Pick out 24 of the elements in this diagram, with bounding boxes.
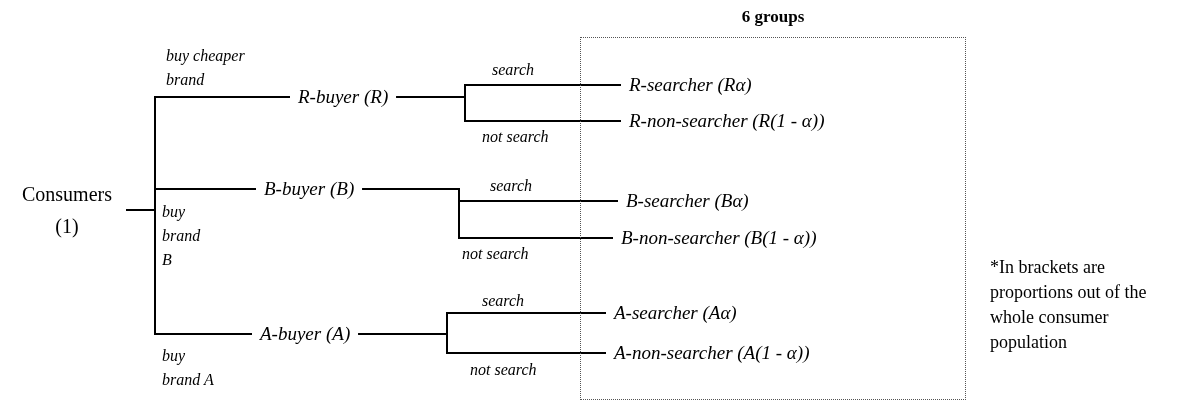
edge-label: buy cheaper brand <box>166 46 246 90</box>
group-node-label: B-non-searcher (B(1 - α)) <box>613 225 825 251</box>
group-heading: 6 groups <box>740 6 806 28</box>
edge-label: search <box>492 60 535 80</box>
group-node-label: A-searcher (Aα) <box>606 300 745 326</box>
edge-label: buy brand A <box>162 346 215 390</box>
group-node-label: R-searcher (Rα) <box>621 72 760 98</box>
buyer-node-label: A-buyer (A) <box>252 321 359 347</box>
buyer-node-label: B-buyer (B) <box>256 176 363 202</box>
buyer-node-label: R-buyer (R) <box>290 84 397 110</box>
tree-branch-line <box>361 188 614 239</box>
edge-label: not search <box>482 127 549 147</box>
edge-label: not search <box>462 244 529 264</box>
group-node-label: B-searcher (Bα) <box>618 188 757 214</box>
edge-label: not search <box>470 360 537 380</box>
edge-label: search <box>490 176 533 196</box>
edge-label: search <box>482 291 525 311</box>
tree-branch-line <box>395 96 622 122</box>
group-node-label: A-non-searcher (A(1 - α)) <box>606 340 818 366</box>
root-node-label: Consumers (1) <box>8 178 126 242</box>
tree-branch-line <box>357 333 607 354</box>
footnote: *In brackets are proportions out of the whole consumer population <box>990 256 1148 354</box>
edge-label: buy brand B <box>162 202 202 270</box>
group-node-label: R-non-searcher (R(1 - α)) <box>621 108 833 134</box>
